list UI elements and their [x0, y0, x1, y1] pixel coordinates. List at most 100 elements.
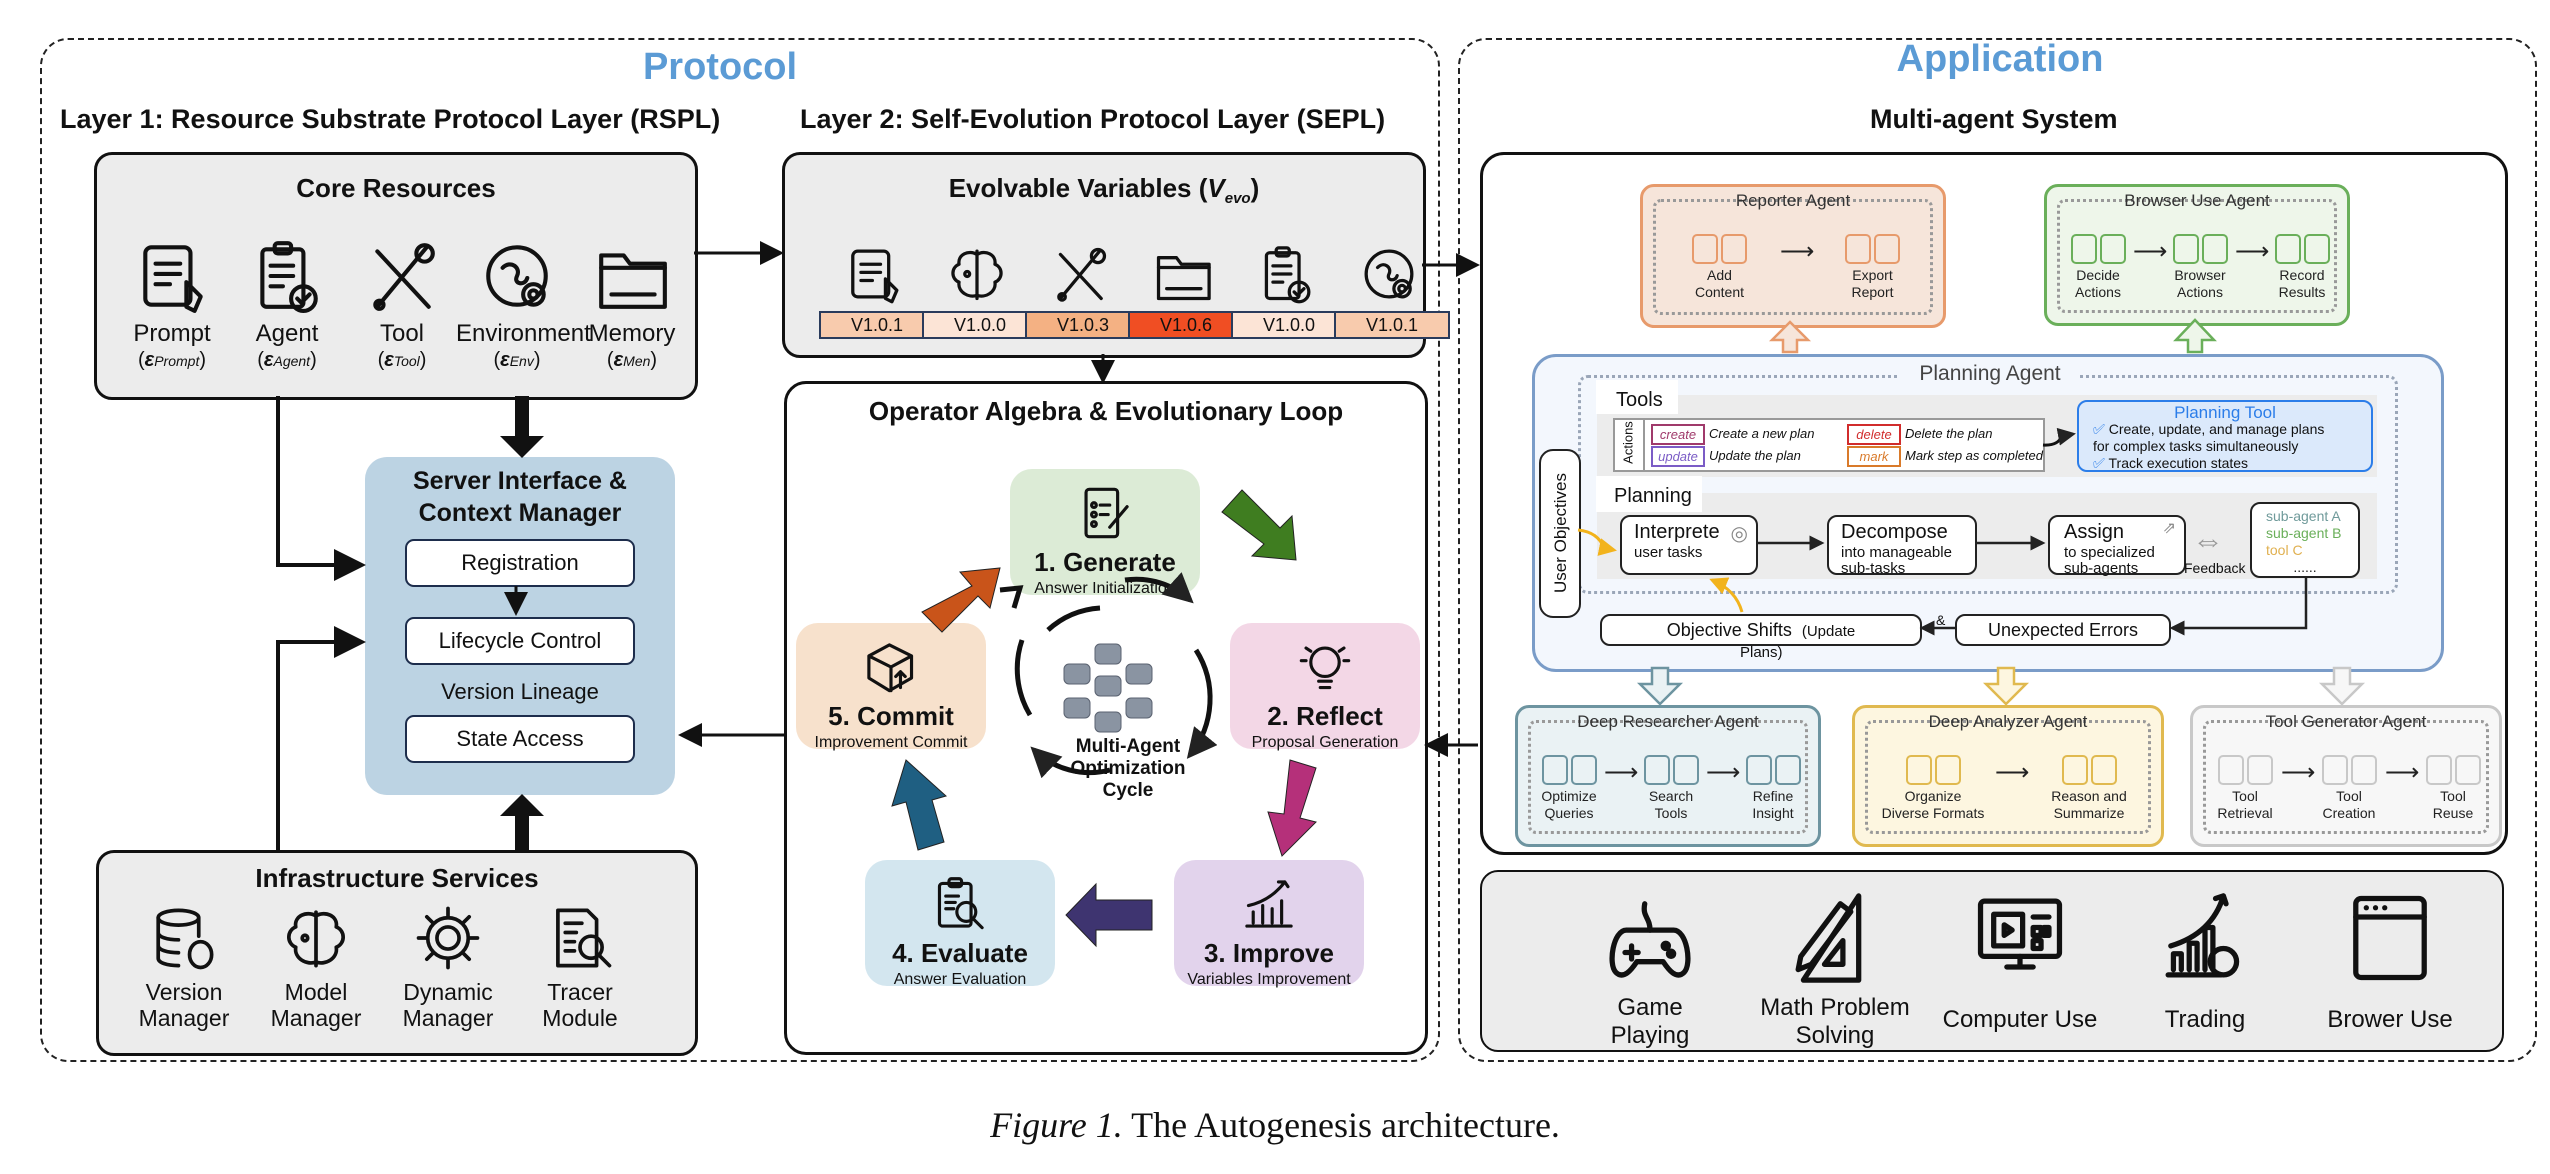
objective-shifts-box[interactable]: Objective Shifts (Update — [1600, 614, 1922, 646]
agent-inner-frame — [1528, 720, 1808, 834]
core-resource-prompt[interactable]: Prompt(εPrompt) — [111, 237, 233, 372]
planning-tool-box[interactable]: Planning Tool ✅︎ Create, update, and man… — [2077, 400, 2373, 472]
clipboard-check-icon — [248, 237, 326, 315]
robot-agents-icon — [1060, 642, 1160, 738]
version-badge: V1.0.0 — [922, 311, 1038, 339]
tools-label: Tools — [1596, 380, 1678, 414]
subagent-item: sub-agent B — [2266, 525, 2342, 541]
unexpected-errors-box[interactable]: Unexpected Errors — [1955, 614, 2171, 646]
globe-gear-icon — [478, 237, 556, 315]
action-description: Create a new plan — [1709, 426, 1815, 441]
loop-node-title: 2. Reflect — [1267, 701, 1383, 731]
core-resource-agent[interactable]: Agent(εAgent) — [226, 237, 348, 372]
protocol-title: Protocol — [642, 46, 798, 88]
feedback-double-arrow-icon: ⇔ — [2192, 522, 2224, 558]
agent-inner-frame — [2057, 199, 2337, 313]
core-resource-symbol: (εAgent) — [257, 349, 317, 371]
document-pencil-icon — [133, 237, 211, 315]
subagent-item: ...... — [2293, 559, 2317, 575]
interpret-step[interactable]: Interprete user tasks ◎ — [1620, 515, 1758, 575]
brain-icon — [281, 903, 351, 973]
core-resource-tool[interactable]: Tool(εTool) — [341, 237, 463, 372]
server-interface-box: Server Interface & Context Manager Regis… — [365, 457, 675, 795]
core-resource-symbol: (εPrompt) — [137, 349, 207, 371]
application-title: Application — [1896, 38, 2104, 80]
action-tag-update[interactable]: update — [1651, 446, 1705, 467]
app-computer-use[interactable]: Computer Use — [1935, 888, 2105, 1034]
agent-step-icon — [2393, 752, 2513, 788]
actions-label: Actions — [1620, 421, 1636, 464]
app-label: Computer Use — [1942, 1006, 2098, 1033]
app-brower-use[interactable]: Brower Use — [2305, 888, 2475, 1034]
browser-window-icon — [2340, 888, 2440, 988]
version-badge: V1.0.1 — [819, 311, 935, 339]
state-access-item[interactable]: State Access — [405, 715, 635, 763]
loop-node-subtitle: Proposal Generation — [1251, 734, 1399, 751]
agent-step-icon — [2038, 231, 2158, 267]
target-icon: ◎ — [1730, 523, 1748, 545]
core-resource-environment[interactable]: Environment(εEnv) — [456, 237, 591, 372]
loop-node-title: 5. Commit — [828, 701, 954, 731]
core-resource-label: Memory — [588, 320, 676, 347]
loop-node-subtitle: Improvement Commit — [814, 734, 968, 751]
lifecycle-control-item[interactable]: Lifecycle Control — [405, 617, 635, 665]
registration-item[interactable]: Registration — [405, 539, 635, 587]
gear-wrench-icon — [413, 903, 483, 973]
evolvable-variables-title: Evolvable Variables (Vevo) — [948, 173, 1260, 208]
document-search-icon — [545, 903, 615, 973]
agent-title: Reporter Agent — [1735, 191, 1851, 210]
core-resource-memory[interactable]: Memory(εMen) — [571, 237, 693, 372]
version-badge: V1.0.1 — [1334, 311, 1450, 339]
user-objectives-box[interactable]: User Objectives — [1539, 449, 1581, 618]
agent-step-icon — [2289, 752, 2409, 788]
action-description: Mark step as completed — [1905, 448, 2044, 463]
core-resource-label: Prompt — [133, 320, 211, 347]
checklist-pen-icon — [1075, 483, 1135, 543]
multi-agent-system-title: Multi-agent System — [1870, 104, 2118, 134]
layer1-title: Layer 1: Resource Substrate Protocol Lay… — [60, 104, 721, 134]
loop-node-subtitle: Variables Improvement — [1187, 971, 1351, 988]
action-tag-create[interactable]: create — [1651, 424, 1705, 445]
action-tag-delete[interactable]: delete — [1847, 424, 1901, 445]
app-trading[interactable]: Trading — [2120, 888, 2290, 1034]
agent-step-icon — [1813, 231, 1933, 267]
figure-caption: Figure 1. The Autogenesis architecture. — [990, 1105, 1560, 1145]
action-tag-mark[interactable]: mark — [1847, 446, 1901, 467]
step-arrow-icon: ⟶ — [1604, 759, 1639, 786]
assign-step[interactable]: Assign to specialized sub-agents ⇗ — [2048, 515, 2186, 577]
monitor-icon — [1970, 888, 2070, 988]
planning-tool-title: Planning Tool — [2174, 403, 2276, 422]
server-title-line1: Server Interface & — [412, 467, 627, 495]
decompose-step[interactable]: Decompose into manageable sub-tasks — [1827, 515, 1977, 577]
